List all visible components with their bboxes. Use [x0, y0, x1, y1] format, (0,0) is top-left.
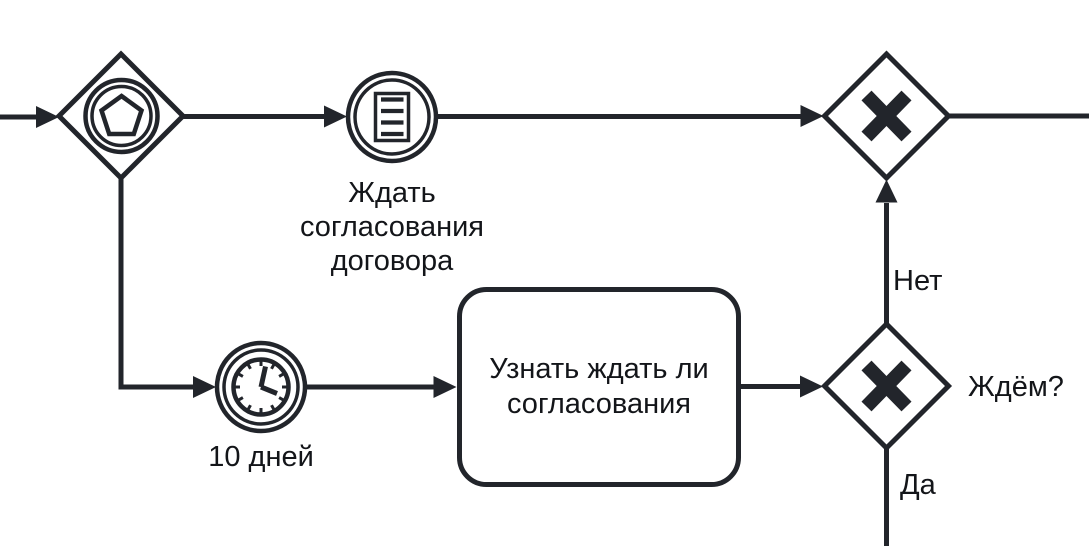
event-based-gateway[interactable]: [55, 50, 187, 182]
clock-icon: [231, 357, 291, 417]
yes-flow-label: Да: [900, 469, 936, 501]
arrowhead: [193, 376, 216, 398]
lined-document-icon: [373, 91, 411, 143]
merge-exclusive-gateway[interactable]: [820, 50, 953, 182]
timer-event-label: 10 дней: [208, 441, 314, 473]
arrowhead: [875, 179, 898, 203]
conditional-event[interactable]: [345, 70, 439, 164]
x-marker-icon: [861, 360, 912, 412]
decision-exclusive-gateway[interactable]: [820, 320, 953, 452]
pentagon-in-double-circle-icon: [83, 77, 160, 155]
arrowhead: [433, 376, 457, 398]
sequence-flow-to-timer-event[interactable]: [118, 178, 194, 390]
task-find-out-whether-to-wait[interactable]: [457, 287, 741, 487]
task-label: Узнать ждать ли согласования: [489, 353, 709, 420]
arrowhead: [800, 375, 823, 398]
x-marker-icon: [861, 90, 912, 142]
arrowhead: [324, 105, 347, 128]
conditional-event-label: Ждать согласования договора: [299, 177, 485, 277]
timer-event[interactable]: [214, 340, 308, 434]
arrowhead: [36, 106, 59, 128]
no-flow-label: Нет: [893, 265, 943, 297]
sequence-flows: [0, 105, 1089, 546]
decision-gateway-label: Ждём?: [968, 371, 1064, 403]
arrowhead: [800, 105, 824, 127]
